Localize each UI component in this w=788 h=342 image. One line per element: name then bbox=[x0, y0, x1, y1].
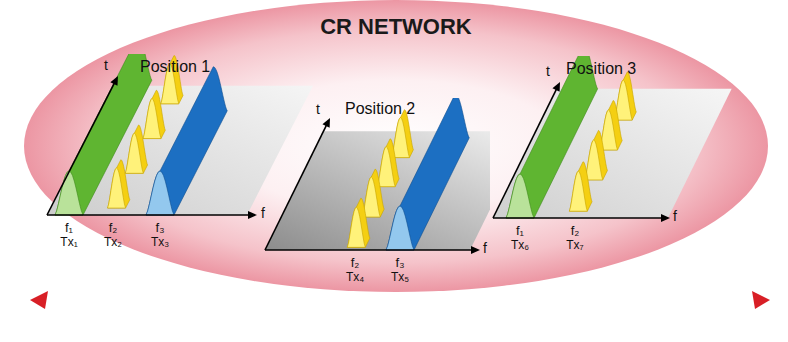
spectrum-front bbox=[146, 171, 174, 215]
spectrum-front bbox=[585, 140, 603, 180]
arrow-head bbox=[552, 82, 560, 92]
position-label: Position 2 bbox=[345, 100, 415, 118]
spectrum-band bbox=[108, 160, 130, 208]
axis-label: f₂ bbox=[571, 223, 580, 238]
network-ellipse bbox=[24, 0, 768, 292]
time-frequency-plane bbox=[493, 89, 732, 218]
transmitter-label: Tx₇ bbox=[566, 238, 583, 253]
axis-label: f bbox=[673, 209, 677, 224]
position-label: Position 1 bbox=[140, 58, 210, 76]
spectrum-front bbox=[386, 206, 414, 250]
spectrum-front bbox=[506, 174, 534, 218]
spectrum-band bbox=[55, 54, 152, 215]
spectrum-band bbox=[377, 139, 399, 187]
axis-label: f₁ bbox=[516, 223, 524, 238]
spectrum-band bbox=[143, 90, 165, 138]
axis-label: f₁ bbox=[65, 220, 73, 235]
spectrum-front bbox=[143, 99, 161, 139]
spectrum-front bbox=[377, 147, 395, 187]
axis-label: f₃ bbox=[396, 255, 405, 270]
spectrum-band bbox=[125, 125, 147, 173]
frequency-axis bbox=[47, 214, 251, 216]
arrow-head bbox=[248, 211, 257, 219]
spectrum-band bbox=[386, 98, 469, 250]
arrow-head bbox=[110, 76, 118, 86]
spectrum-band bbox=[347, 198, 370, 247]
spectrum-band bbox=[600, 100, 623, 150]
spectrum-band bbox=[506, 56, 598, 218]
transmitter-label: Tx₄ bbox=[346, 270, 364, 285]
arrow-tip bbox=[30, 291, 48, 309]
arrow-head bbox=[471, 246, 480, 254]
arrow-head bbox=[661, 214, 670, 222]
spectrum-front bbox=[125, 133, 143, 173]
spectrum-plot bbox=[485, 56, 745, 222]
arrow-tip bbox=[752, 291, 770, 309]
axis-label: f₂ bbox=[351, 255, 360, 270]
axis-label: f bbox=[261, 206, 265, 221]
axis-label: f₃ bbox=[156, 220, 165, 235]
frequency-axis bbox=[265, 249, 474, 251]
spectrum-plot bbox=[255, 98, 490, 256]
spectrum-band bbox=[362, 169, 384, 217]
spectrum-band bbox=[569, 162, 592, 212]
axis-label: t bbox=[546, 64, 550, 79]
position-panel: Position 3 bbox=[485, 56, 745, 222]
spectrum-band bbox=[614, 72, 636, 120]
position-label: Position 3 bbox=[566, 60, 636, 78]
axis-label: f bbox=[483, 241, 487, 256]
spectrum-front bbox=[55, 171, 83, 215]
diagram-title: CR NETWORK bbox=[320, 14, 472, 40]
transmitter-label: Tx₂ bbox=[104, 235, 122, 250]
transmitter-label: Tx₆ bbox=[511, 238, 529, 253]
transmitter-label: Tx₃ bbox=[151, 235, 169, 250]
transmitter-label: Tx₁ bbox=[60, 235, 77, 250]
axis-label: t bbox=[316, 102, 320, 117]
transmitter-label: Tx₅ bbox=[391, 270, 409, 285]
spectrum-band bbox=[146, 67, 227, 215]
position-panel: Position 2 bbox=[255, 98, 490, 256]
time-axis bbox=[47, 81, 115, 215]
spectrum-front bbox=[569, 171, 587, 211]
frequency-axis bbox=[493, 217, 664, 219]
spectrum-front bbox=[108, 168, 126, 208]
axis-label: t bbox=[104, 58, 108, 73]
axis-label: f₂ bbox=[109, 220, 118, 235]
arrow-head bbox=[322, 118, 330, 128]
spectrum-front bbox=[347, 207, 365, 247]
time-axis bbox=[265, 123, 327, 250]
time-axis bbox=[493, 87, 557, 218]
spectrum-band bbox=[585, 130, 608, 180]
